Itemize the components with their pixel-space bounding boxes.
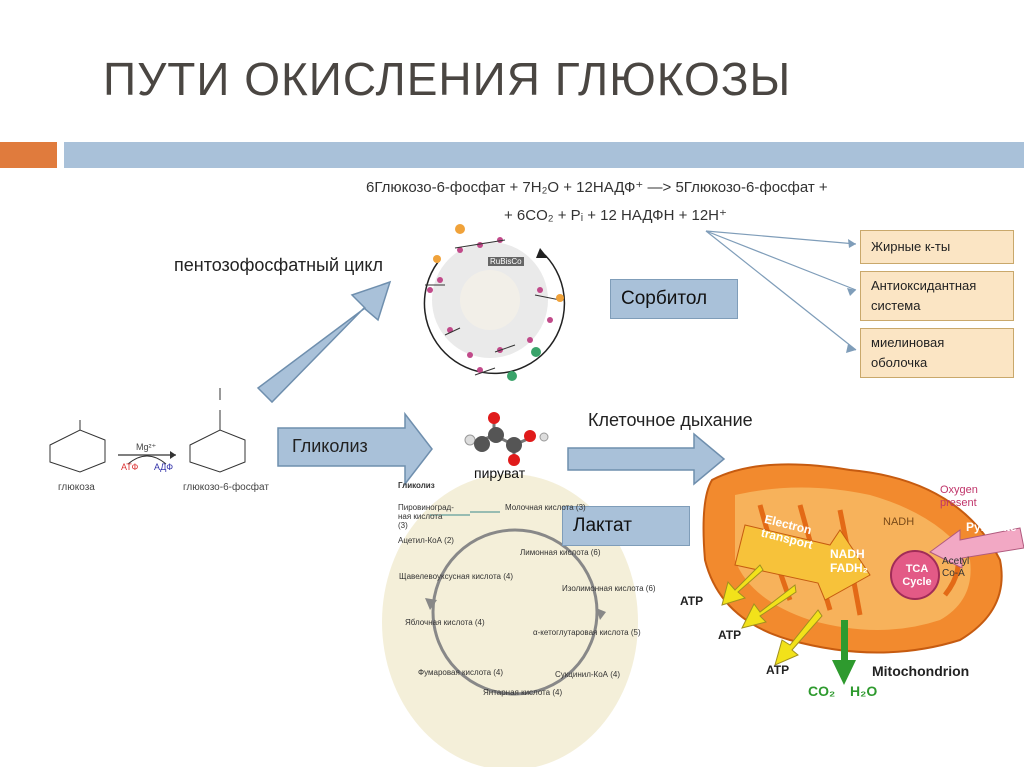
ppp-equation-line1: 6Глюкозо-6-фосфат + 7H₂O + 12НАДФ⁺ —> 5Г… [366,179,828,196]
glycolysis-label: Гликолиз [292,436,368,456]
mito-co2-label: CO₂ [808,683,836,699]
mito-pyruvate-label: Pyruvate [966,520,1017,534]
pyruvate-label: пируват [474,465,526,481]
mito-atp-2: ATP [718,628,742,642]
krebs-item-malic: Яблочная кислота (4) [405,618,485,627]
arrow-glycolysis [277,411,433,487]
accent-bar-orange [0,142,57,168]
adf-label: АДФ [154,462,174,472]
arrow-respiration [567,432,726,486]
krebs-item-acetyl: Ацетил-КоА (2) [398,536,454,545]
atf-label: АТФ [121,462,139,472]
glucose-label: глюкоза [58,482,95,493]
mito-oxygen-label: Oxygen present [940,484,978,509]
krebs-header: Гликолиз [398,481,435,490]
ppp-label: пентозофосфатный цикл [174,255,383,275]
g6p-label: глюкозо-6-фосфат [183,482,269,493]
krebs-item-fumaric: Фумаровая кислота (4) [418,668,504,677]
krebs-item-ketoglutaric: α-кетоглутаровая кислота (5) [533,628,641,637]
mito-mitochondrion-label: Mitochondrion [872,663,970,679]
glucose-6-phosphate-structure [189,388,246,473]
line-to-antioxidant [705,230,857,291]
krebs-item-citric: Лимонная кислота (6) [520,548,601,557]
mito-nadh-fadh-label: NADH FADH₂ [830,547,868,575]
effect-fatty-acids: Жирные к-ты [860,230,1014,264]
krebs-item-isocitric: Изолимонная кислота (6) [562,584,656,593]
sorbitol-box: Сорбитол [610,279,738,319]
mito-atp-1: ATP [680,594,704,608]
krebs-cycle-illustration [382,474,638,767]
krebs-item-lactic: Молочная кислота (3) [505,503,586,512]
mito-atp-3: ATP [766,663,790,677]
krebs-item-succinyl: Сукцинил-КоА (4) [555,670,621,679]
mito-nadh-top-label: NADH [883,516,915,528]
mitochondrion-illustration [702,463,1024,685]
rubisco-label: RuBisCo [488,257,524,266]
krebs-item-pyruvic: Пировиноград-ная кислота (3) [398,503,454,530]
effect-antioxidant: Антиоксидантная система [860,271,1014,321]
arrow-to-ppp [256,280,392,404]
lactate-box: Лактат [562,506,690,546]
pyruvate-molecule [464,412,549,466]
line-to-myelin [705,230,857,351]
mito-acetyl-label: Acetyl Co-A [942,556,970,579]
ppp-equation-line2: + 6CO₂ + Pᵢ + 12 НАДФН + 12H⁺ [504,207,727,224]
accent-bar-blue [64,142,1024,168]
effect-myelin: миелиновая оболочка [860,328,1014,378]
mito-h2o-label: H₂O [850,683,878,699]
glucose-structure [49,420,106,473]
respiration-label: Клеточное дыхание [588,410,753,430]
krebs-item-oxaloacetic: Щавелевоуксусная кислота (4) [399,572,513,581]
line-to-fatty-acids [705,230,857,245]
mito-tca-label: TCA Cycle [902,563,932,588]
page-title: ПУТИ ОКИСЛЕНИЯ ГЛЮКОЗЫ [103,53,792,105]
mg-label: Mg²⁺ [136,442,157,452]
ppp-cycle-illustration [423,224,566,381]
krebs-item-succinic: Янтарная кислота (4) [483,688,563,697]
